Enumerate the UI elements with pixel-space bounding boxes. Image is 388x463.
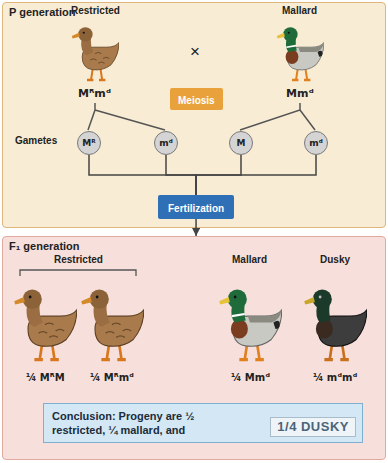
node-text: Mᴿ [82, 138, 95, 148]
text-label: ¼ mᵈmᵈ [313, 372, 357, 383]
gamete-circle: mᵈ [304, 131, 328, 155]
text-label: ¼ Mmᵈ [231, 372, 270, 383]
node-text: P generation [3, 3, 385, 21]
text-label: ¼ MᴿM [26, 372, 65, 383]
node-text: 1/4 DUSKY [277, 420, 349, 434]
text-label: Restricted [54, 254, 103, 265]
node-text: F₁ generation [3, 237, 385, 255]
text-label: Dusky [320, 254, 350, 265]
text-label: Gametes [15, 135, 57, 146]
node-text: mᵈ [309, 138, 323, 148]
text-label: Mmᵈ [286, 87, 314, 100]
text-label: Mᴿmᵈ [78, 87, 111, 100]
gamete-circle: mᵈ [154, 131, 178, 155]
text-label: Restricted [71, 5, 120, 16]
node-text: mᵈ [159, 138, 173, 148]
text-label: ¼ Mᴿmᵈ [90, 372, 134, 383]
node-text: Fertilization [168, 203, 224, 214]
process-box: Fertilization [158, 195, 234, 219]
conclusion-box: Conclusion: Progeny are ½ restricted, ¼ … [43, 403, 363, 443]
node-text: Meiosis [178, 95, 215, 106]
process-box: Meiosis [170, 88, 223, 110]
text-label: × [190, 42, 200, 62]
note-box: 1/4 DUSKY [270, 417, 356, 437]
gamete-circle: M [229, 131, 253, 155]
text-label: Mallard [282, 5, 317, 16]
connector-line [195, 219, 197, 236]
gamete-circle: Mᴿ [77, 131, 101, 155]
generation-panel: P generationMeiosisMᴿmᵈMmᵈFertilization [2, 2, 386, 228]
node-text: M [237, 138, 246, 148]
text-label: Mallard [232, 254, 267, 265]
node-text: Conclusion: Progeny are ½ restricted, ¼ … [52, 409, 234, 437]
